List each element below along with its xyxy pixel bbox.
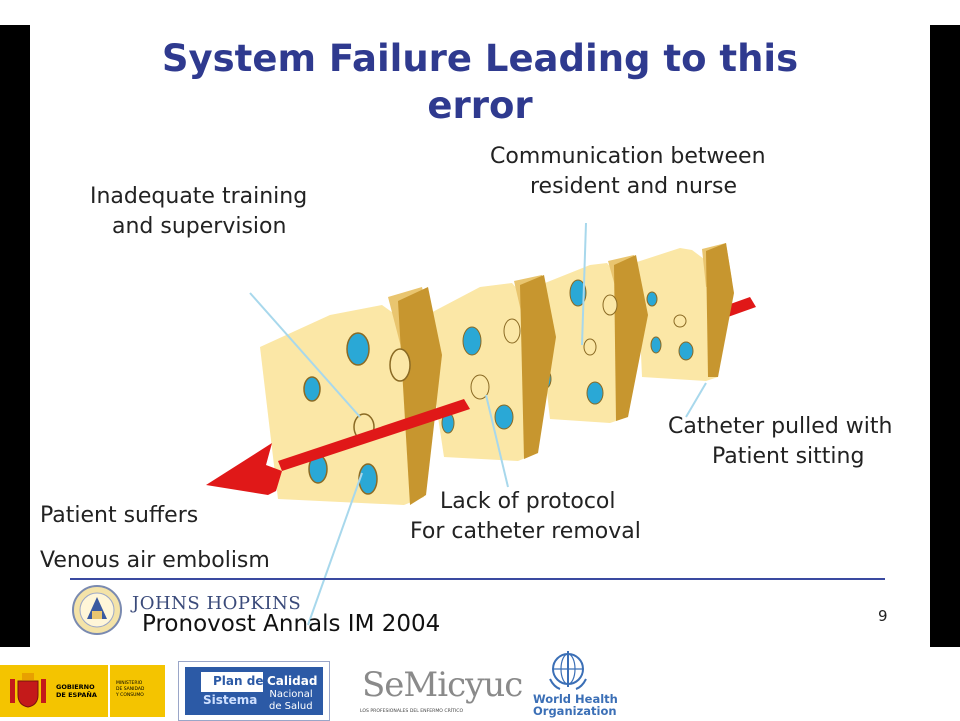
title-line-2: error xyxy=(427,84,533,127)
cheese-slice-2 xyxy=(423,275,556,461)
page-number: 9 xyxy=(878,607,888,625)
gobierno-text: GOBIERNO DE ESPAÑA xyxy=(56,683,97,699)
label-lack-of-protocol: Lack of protocol For catheter removal xyxy=(410,487,641,547)
arrow-head xyxy=(206,443,282,495)
slide: System Failure Leading to this error xyxy=(30,25,930,647)
citation: Pronovost Annals IM 2004 xyxy=(142,611,441,637)
ministerio-line-1: MINISTERIO xyxy=(116,681,143,686)
sponsor-logos-bar: GOBIERNO DE ESPAÑA MINISTERIO DE SANIDAD… xyxy=(0,647,960,721)
label-communication: Communication between resident and nurse xyxy=(490,142,766,202)
who-text: World Health Organization xyxy=(533,693,618,717)
ministerio-line-3: Y CONSUMO xyxy=(116,693,144,698)
leader-lines xyxy=(249,222,707,626)
swiss-cheese-diagram xyxy=(72,222,756,635)
gobierno-espana-logo: GOBIERNO DE ESPAÑA MINISTERIO DE SANIDAD… xyxy=(0,665,165,717)
label-outcome-line-2: Venous air embolism xyxy=(40,548,270,573)
cheese-slice-4 xyxy=(637,243,734,381)
label-protocol-line-1: Lack of protocol xyxy=(440,489,616,514)
plan-salud-line: de Salud xyxy=(269,701,313,712)
plan-sistema-text: Sistema xyxy=(203,693,258,707)
ministerio-line-2: DE SANIDAD xyxy=(116,687,145,692)
plan-calidad-background: Plan de Calidad Sistema Nacional de Salu… xyxy=(185,667,323,715)
johns-hopkins-name: JOHNS HOPKINS xyxy=(132,593,302,614)
gobierno-line-1: GOBIERNO xyxy=(56,683,95,691)
label-training-line-2: and supervision xyxy=(112,214,287,239)
ministerio-text: MINISTERIO DE SANIDAD Y CONSUMO xyxy=(116,681,144,699)
plan-calidad-white-block xyxy=(201,672,263,692)
label-outcome-line-1: Patient suffers xyxy=(40,503,199,528)
gobierno-line-2: DE ESPAÑA xyxy=(56,691,97,699)
arrow-shaft xyxy=(278,399,470,471)
cheese-slice-1 xyxy=(260,287,442,505)
who-emblem-icon xyxy=(549,651,587,690)
semicyuc-wordmark: SeMicyuc xyxy=(362,665,523,705)
semicyuc-logo: SeMicyuc LOS PROFESIONALES DEL ENFERMO C… xyxy=(360,661,523,719)
who-logo: World Health Organization xyxy=(530,647,620,720)
label-catheter-line-2: Patient sitting xyxy=(712,444,865,469)
semicyuc-tagline: LOS PROFESIONALES DEL ENFERMO CRÍTICO xyxy=(360,709,464,714)
footer-rule xyxy=(70,578,885,580)
spain-coat-of-arms-icon xyxy=(10,673,46,708)
who-line-2: Organization xyxy=(533,704,617,718)
plan-calidad-logo: Plan de Calidad Sistema Nacional de Salu… xyxy=(178,661,330,721)
johns-hopkins-seal-icon xyxy=(72,585,122,635)
label-protocol-line-2: For catheter removal xyxy=(410,519,641,544)
label-training-line-1: Inadequate training xyxy=(90,184,308,209)
label-communication-line-1: Communication between xyxy=(490,144,766,169)
label-inadequate-training: Inadequate training and supervision xyxy=(90,182,307,242)
who-line-1: World Health xyxy=(533,692,618,706)
right-black-bar xyxy=(930,25,960,647)
label-patient-outcome: Patient suffers Venous air embolism xyxy=(40,493,270,583)
cheese-slice-3 xyxy=(535,255,648,423)
plan-de-text: Plan de xyxy=(213,674,264,688)
label-communication-line-2: resident and nurse xyxy=(530,174,738,199)
title-line-1: System Failure Leading to this xyxy=(161,37,799,80)
plan-nacional-text: Nacional de Salud xyxy=(269,689,313,713)
plan-nacional-line: Nacional xyxy=(269,689,313,700)
plan-calidad-text: Calidad xyxy=(267,674,318,688)
label-catheter-pulled: Catheter pulled with Patient sitting xyxy=(668,412,892,472)
label-catheter-line-1: Catheter pulled with xyxy=(668,414,893,439)
left-black-bar xyxy=(0,25,30,647)
slide-title: System Failure Leading to this error xyxy=(30,35,930,129)
gobierno-divider xyxy=(108,665,110,717)
